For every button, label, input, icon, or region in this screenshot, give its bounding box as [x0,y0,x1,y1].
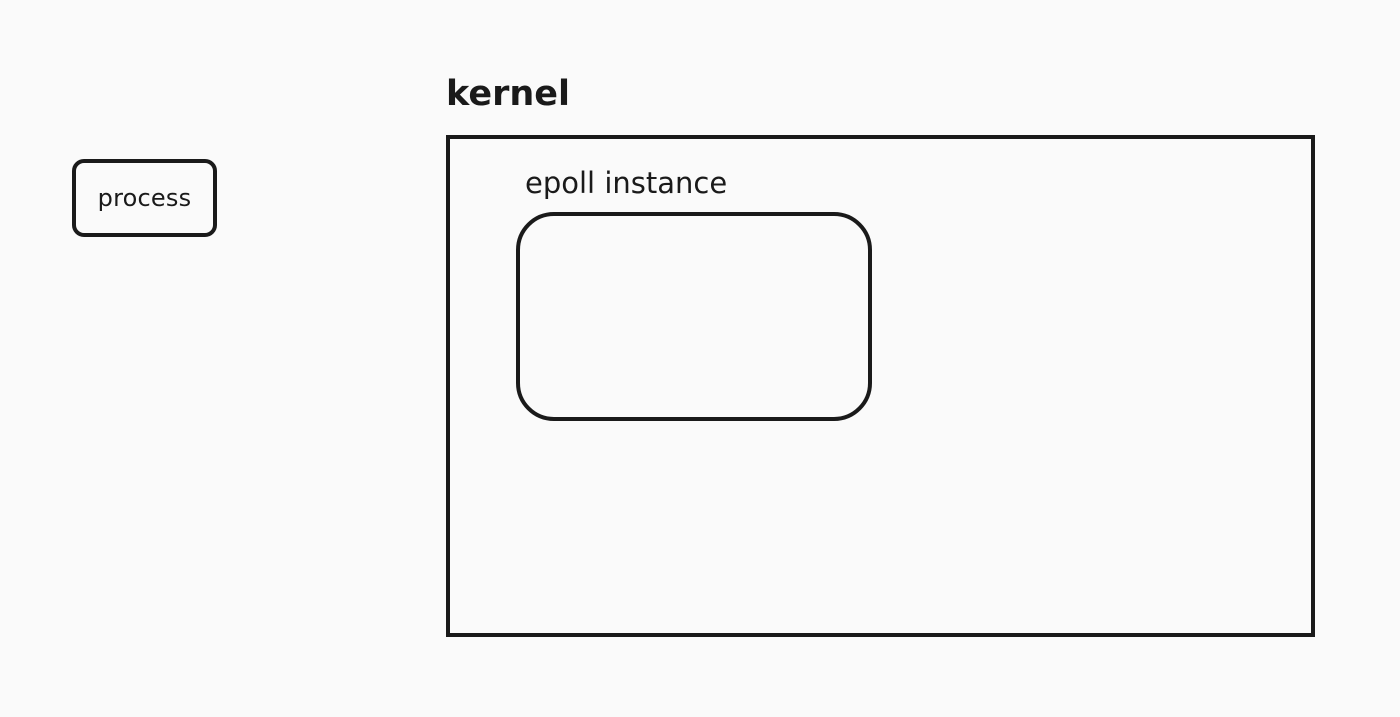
epoll-instance-node [516,212,872,421]
epoll-instance-title: epoll instance [525,166,728,200]
kernel-container [446,135,1315,637]
kernel-title: kernel [446,74,570,114]
process-node: process [72,159,217,237]
process-label: process [97,184,192,212]
